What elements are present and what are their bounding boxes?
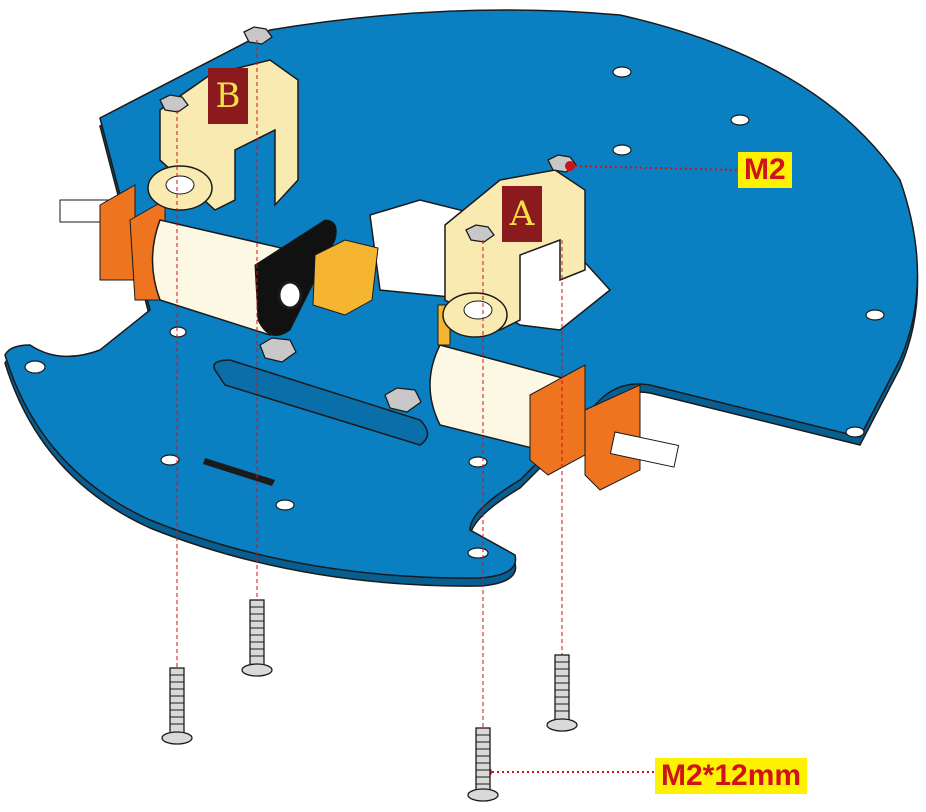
m2-nuts [159, 26, 577, 413]
nut-callout-dot [565, 161, 575, 171]
nut-callout-label: M2 [738, 152, 792, 188]
guide-lines [176, 40, 739, 773]
bracket-b-label: B [208, 68, 248, 124]
left-motor-bracket-plate [254, 219, 337, 337]
screw-icon [546, 654, 578, 732]
screw-threads [170, 606, 569, 785]
screw-icon [241, 599, 273, 677]
plate-slot-small [203, 458, 275, 486]
bracket-a-label: A [502, 186, 542, 242]
nut-icon [159, 94, 189, 113]
screw-icon [467, 727, 499, 802]
plate-slot [213, 359, 429, 446]
m2-screws [161, 599, 578, 802]
bracket-b-hole [165, 175, 195, 195]
bracket-a-hole [463, 300, 493, 320]
left-tire-plate-outer [99, 184, 136, 281]
nut-icon [259, 337, 297, 363]
screw-callout-label: M2*12mm [655, 758, 808, 794]
right-motor-shaft [609, 431, 680, 468]
nut-icon [243, 26, 273, 45]
right-tire-plate-inner [529, 364, 586, 476]
nut-icon [465, 224, 495, 243]
left-motor-shaft-hole [277, 280, 303, 310]
screw-icon [161, 667, 193, 745]
left-motor-body [151, 219, 291, 336]
nut-icon [384, 387, 422, 413]
left-motor-gearbox [312, 239, 379, 316]
right-tire-plate-outer [584, 384, 641, 491]
